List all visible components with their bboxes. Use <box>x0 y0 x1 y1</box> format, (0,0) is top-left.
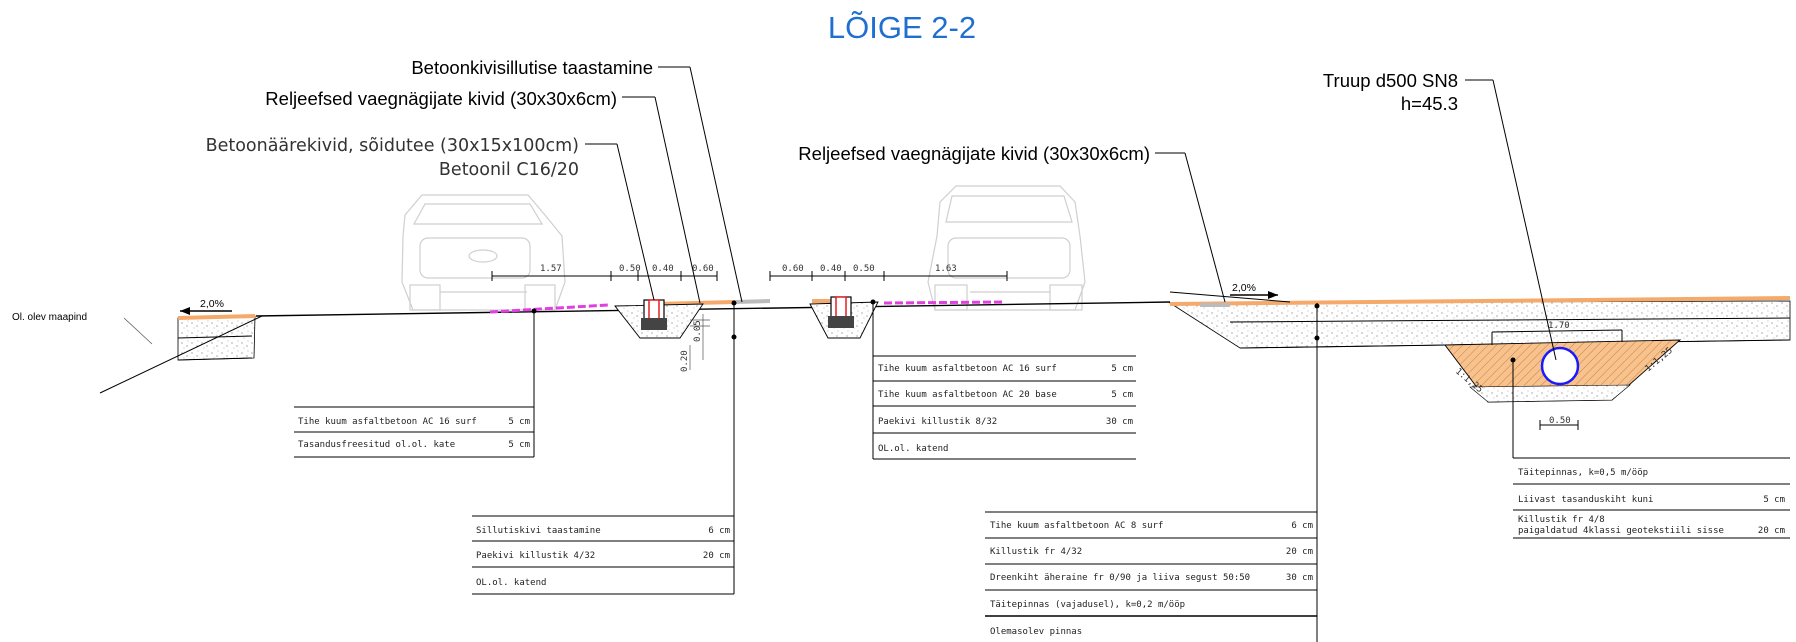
svg-text:OL.ol. katend: OL.ol. katend <box>878 444 948 454</box>
layer-table-4: Tihe kuum asfaltbetoon AC 8 surf 6 cm Ki… <box>985 511 1317 637</box>
callout-curb-line1: Betoonäärekivid, sõidutee (30x15x100cm) <box>206 136 579 156</box>
dimension-chain-left: 1.57 0.50 0.40 0.60 <box>491 264 718 281</box>
svg-text:20 cm: 20 cm <box>1286 547 1313 557</box>
svg-text:0.40: 0.40 <box>652 264 674 274</box>
svg-text:Täitepinnas, k=0,5 m/ööp: Täitepinnas, k=0,5 m/ööp <box>1518 468 1648 478</box>
svg-text:Paekivi killustik 4/32: Paekivi killustik 4/32 <box>476 551 595 561</box>
svg-text:6 cm: 6 cm <box>708 526 730 536</box>
svg-text:Killustik fr 4/8: Killustik fr 4/8 <box>1518 515 1605 525</box>
svg-text:5 cm: 5 cm <box>1111 364 1133 374</box>
section-title: LÕIGE 2-2 <box>828 10 976 45</box>
road-surface <box>255 299 1171 317</box>
layer-table-1: Tihe kuum asfaltbetoon AC 16 surf 5 cm T… <box>294 406 534 458</box>
svg-text:Tihe kuum asfaltbetoon AC 8 su: Tihe kuum asfaltbetoon AC 8 surf <box>990 521 1163 531</box>
svg-text:paigaldatud 4klassi geotekstii: paigaldatud 4klassi geotekstiili sisse <box>1518 526 1724 536</box>
curb-small-dims: 0.05 0.20 <box>680 320 703 372</box>
layer-table-5: Täitepinnas, k=0,5 m/ööp Liivast tasandu… <box>1513 457 1790 539</box>
dimension-chain-right: 0.60 0.40 0.50 1.63 <box>769 264 1008 281</box>
svg-text:2,0%: 2,0% <box>200 298 224 310</box>
right-embankment: 1.70 1:1,25 1:1,25 0.50 <box>1168 296 1791 430</box>
svg-text:Killustik fr 4/32: Killustik fr 4/32 <box>990 547 1082 557</box>
svg-text:0.60: 0.60 <box>782 264 804 274</box>
svg-text:Täitepinnas (vajadusel), k=0,2: Täitepinnas (vajadusel), k=0,2 m/ööp <box>990 600 1185 610</box>
svg-text:5 cm: 5 cm <box>508 417 530 427</box>
svg-text:Tihe kuum asfaltbetoon AC 20 b: Tihe kuum asfaltbetoon AC 20 base <box>878 390 1057 400</box>
svg-text:1.70: 1.70 <box>1548 321 1570 331</box>
svg-text:0.50: 0.50 <box>853 264 875 274</box>
svg-text:6 cm: 6 cm <box>1291 521 1313 531</box>
svg-text:1.63: 1.63 <box>935 264 957 274</box>
callout-tactile-left: Reljeefsed vaegnägijate kivid (30x30x6cm… <box>265 88 617 109</box>
svg-text:0.20: 0.20 <box>680 350 690 372</box>
leader-lines <box>585 66 1557 361</box>
svg-text:Tihe kuum asfaltbetoon AC 16 s: Tihe kuum asfaltbetoon AC 16 surf <box>298 417 477 427</box>
svg-text:0.40: 0.40 <box>820 264 842 274</box>
svg-text:Liivast tasanduskiht kuni: Liivast tasanduskiht kuni <box>1518 495 1653 505</box>
callout-culvert-line2: h=45.3 <box>1401 93 1458 114</box>
svg-text:Olemasolev pinnas: Olemasolev pinnas <box>990 627 1082 637</box>
svg-text:Tihe kuum asfaltbetoon AC 16 s: Tihe kuum asfaltbetoon AC 16 surf <box>878 364 1057 374</box>
svg-text:30 cm: 30 cm <box>1286 573 1313 583</box>
svg-text:Dreenkiht äheraine fr 0/90 ja: Dreenkiht äheraine fr 0/90 ja liiva segu… <box>990 573 1250 583</box>
car-outline-left <box>401 194 566 311</box>
svg-text:0.60: 0.60 <box>692 264 714 274</box>
svg-text:Sillutiskivi taastamine: Sillutiskivi taastamine <box>476 526 601 536</box>
svg-text:0.50: 0.50 <box>1549 416 1571 426</box>
svg-text:30 cm: 30 cm <box>1106 417 1133 427</box>
callout-paving-restore: Betoonkivisillutise taastamine <box>411 57 653 78</box>
svg-text:Paekivi killustik 8/32: Paekivi killustik 8/32 <box>878 417 997 427</box>
svg-text:20 cm: 20 cm <box>703 551 730 561</box>
car-outline-right <box>927 185 1086 311</box>
svg-text:1.57: 1.57 <box>540 264 562 274</box>
svg-text:5 cm: 5 cm <box>508 440 530 450</box>
callout-curb-line2: Betoonil C16/20 <box>439 160 579 180</box>
ground-leader <box>123 317 153 345</box>
callout-tactile-right: Reljeefsed vaegnägijate kivid (30x30x6cm… <box>798 143 1150 164</box>
svg-text:20 cm: 20 cm <box>1758 526 1785 536</box>
slope-arrow-left: 2,0% <box>180 298 232 315</box>
svg-text:2,0%: 2,0% <box>1232 282 1256 294</box>
layer-table-2: Sillutiskivi taastamine 6 cm Paekivi kil… <box>472 515 734 595</box>
svg-text:Tasandusfreesitud ol.ol. kate: Tasandusfreesitud ol.ol. kate <box>298 440 455 450</box>
svg-text:0.05: 0.05 <box>693 320 703 342</box>
existing-ground-line-right <box>1169 291 1291 303</box>
svg-text:5 cm: 5 cm <box>1111 390 1133 400</box>
existing-ground-label: Ol. olev maapind <box>12 312 87 323</box>
svg-text:0.50: 0.50 <box>619 264 641 274</box>
callout-culvert-line1: Truup d500 SN8 <box>1323 70 1458 91</box>
right-curb-trench <box>809 296 879 339</box>
svg-text:OL.ol. katend: OL.ol. katend <box>476 578 546 588</box>
slope-arrow-right: 2,0% <box>1230 282 1278 299</box>
layer-table-3: Tihe kuum asfaltbetoon AC 16 surf 5 cm T… <box>873 355 1136 460</box>
left-embankment <box>99 314 263 394</box>
svg-text:5 cm: 5 cm <box>1763 495 1785 505</box>
